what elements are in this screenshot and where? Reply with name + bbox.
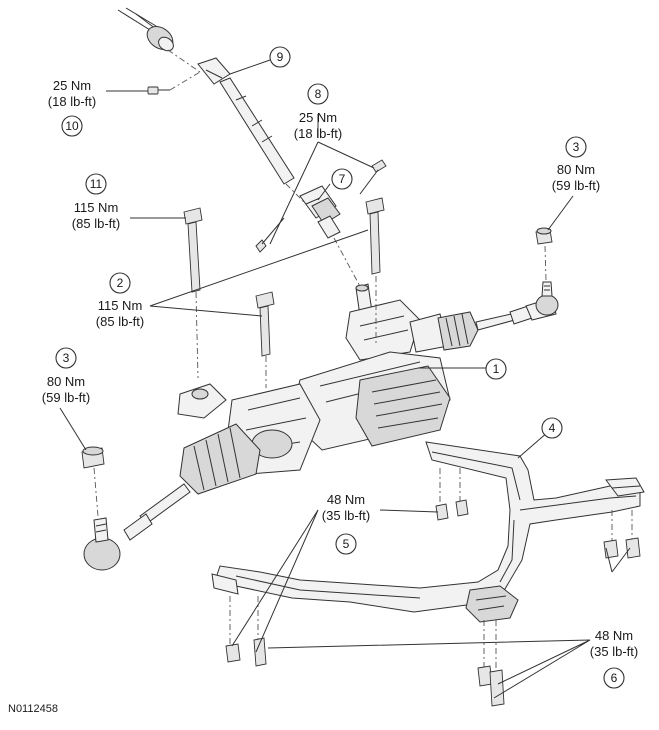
bolt-10 xyxy=(147,71,201,95)
torque-nm: 115 Nm xyxy=(74,200,119,215)
torque-lbft: (85 lb-ft) xyxy=(96,314,144,329)
callout-3-right: 3 80 Nm (59 lb-ft) xyxy=(552,136,600,193)
svg-text:8: 8 xyxy=(315,87,322,101)
torque-nm: 48 Nm xyxy=(595,628,633,643)
bolt-5 xyxy=(435,499,469,521)
svg-text:6: 6 xyxy=(611,671,618,685)
torque-nm: 80 Nm xyxy=(47,374,85,389)
torque-nm: 25 Nm xyxy=(299,110,337,125)
svg-text:5: 5 xyxy=(343,537,350,551)
svg-text:3: 3 xyxy=(573,140,580,154)
torque-lbft: (85 lb-ft) xyxy=(72,216,120,231)
svg-text:3: 3 xyxy=(63,351,70,365)
svg-text:11: 11 xyxy=(90,177,103,191)
intermediate-shaft xyxy=(117,7,313,211)
steering-gear xyxy=(83,281,559,571)
torque-lbft: (35 lb-ft) xyxy=(322,508,370,523)
callout-6: 48 Nm (35 lb-ft) 6 xyxy=(590,628,638,689)
bolt-2-upper xyxy=(365,197,385,346)
svg-text:9: 9 xyxy=(277,50,284,64)
torque-lbft: (18 lb-ft) xyxy=(294,126,342,141)
callout-4: 4 xyxy=(541,417,563,439)
subframe-bracket xyxy=(211,441,645,672)
callout-8: 8 25 Nm (18 lb-ft) xyxy=(294,83,342,141)
bolt-6 xyxy=(225,537,641,707)
bolt-2-lower xyxy=(255,291,275,388)
callout-9: 9 xyxy=(269,46,291,68)
svg-text:1: 1 xyxy=(493,362,500,376)
nut-3-right xyxy=(535,227,553,281)
callout-7: 7 xyxy=(331,168,353,190)
callout-1: 1 xyxy=(485,358,507,380)
torque-nm: 80 Nm xyxy=(557,162,595,177)
nut-3-left xyxy=(81,446,105,517)
torque-nm: 48 Nm xyxy=(327,492,365,507)
torque-nm: 115 Nm xyxy=(98,298,143,313)
callout-2: 2 115 Nm (85 lb-ft) xyxy=(96,272,144,329)
steering-coupling xyxy=(299,185,363,291)
callout-10: 25 Nm (18 lb-ft) 10 xyxy=(48,78,96,137)
callout-3-left: 3 80 Nm (59 lb-ft) xyxy=(42,347,90,405)
callout-5: 48 Nm (35 lb-ft) 5 xyxy=(322,492,370,555)
torque-lbft: (18 lb-ft) xyxy=(48,94,96,109)
torque-lbft: (59 lb-ft) xyxy=(552,178,600,193)
svg-text:7: 7 xyxy=(339,172,346,186)
svg-text:10: 10 xyxy=(65,119,79,133)
document-id: N0112458 xyxy=(8,703,58,715)
torque-lbft: (35 lb-ft) xyxy=(590,644,638,659)
callout-11: 11 115 Nm (85 lb-ft) xyxy=(72,173,120,231)
svg-text:4: 4 xyxy=(549,421,556,435)
torque-lbft: (59 lb-ft) xyxy=(42,390,90,405)
svg-text:2: 2 xyxy=(117,276,124,290)
bolt-11 xyxy=(183,207,203,379)
torque-nm: 25 Nm xyxy=(53,78,91,93)
